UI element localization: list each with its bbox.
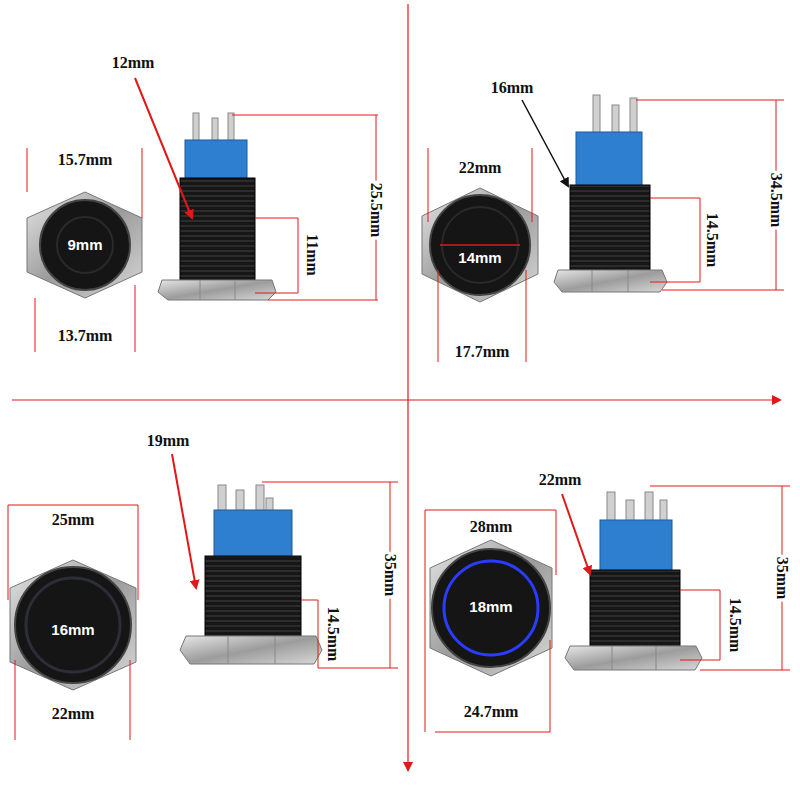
dimension-label: 14mm bbox=[456, 249, 503, 267]
dimension-label: 12mm bbox=[110, 54, 157, 72]
dimension-label: 28mm bbox=[468, 518, 515, 536]
dimension-label: 16mm bbox=[49, 621, 96, 639]
dimension-label: 25mm bbox=[50, 511, 97, 529]
dimension-label: 9mm bbox=[65, 236, 104, 254]
dimension-label: 14.5mm bbox=[703, 211, 721, 270]
dimension-label: 17.7mm bbox=[453, 343, 512, 361]
dimension-label: 35mm bbox=[773, 555, 791, 602]
dimension-label: 13.7mm bbox=[56, 327, 115, 345]
dimension-label: 24.7mm bbox=[462, 703, 521, 721]
dimension-label: 14.5mm bbox=[726, 596, 744, 655]
dimension-label: 22mm bbox=[537, 471, 584, 489]
dimension-label: 22mm bbox=[50, 705, 97, 723]
dimension-label: 22mm bbox=[457, 159, 504, 177]
dimension-label: 18mm bbox=[467, 598, 514, 616]
dimension-label: 11mm bbox=[303, 232, 321, 278]
dimension-label: 35mm bbox=[381, 552, 399, 599]
dimension-label: 19mm bbox=[145, 432, 192, 450]
dimension-label: 16mm bbox=[489, 79, 536, 97]
dimension-label: 34.5mm bbox=[767, 171, 785, 230]
dimension-label: 15.7mm bbox=[56, 151, 115, 169]
dimension-label: 14.5mm bbox=[324, 605, 342, 664]
dimension-label: 25.5mm bbox=[367, 181, 385, 240]
